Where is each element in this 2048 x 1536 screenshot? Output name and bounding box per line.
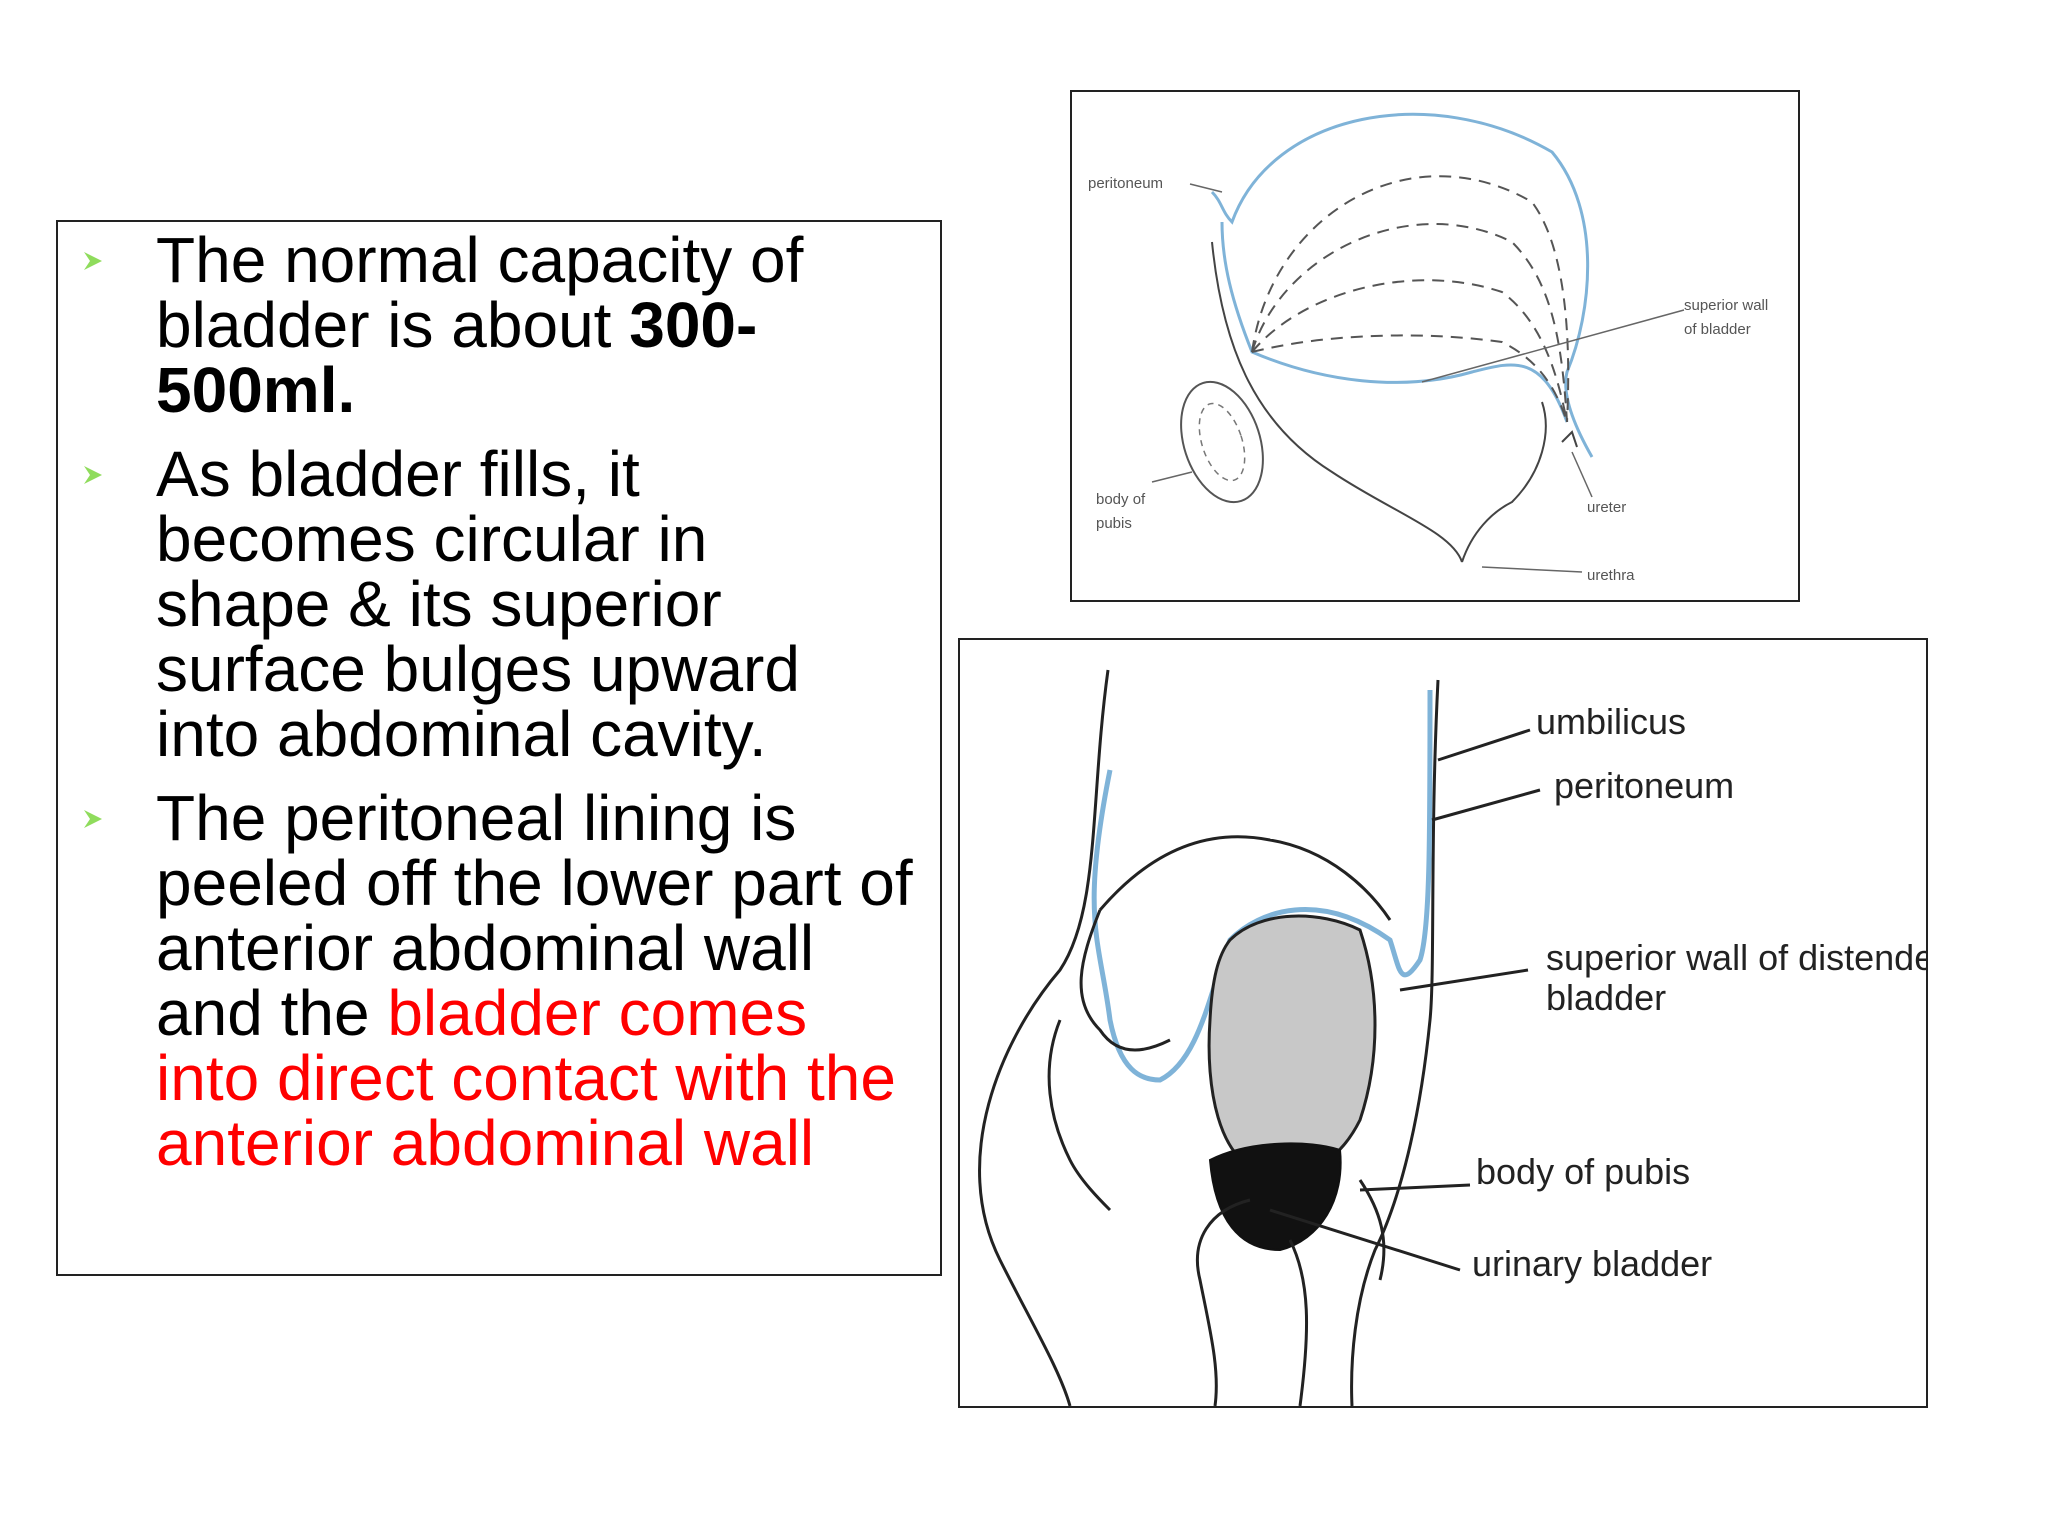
label-body-of-pubis: body of pubis [1476, 1151, 1690, 1192]
femur-outline-2 [1288, 1239, 1309, 1407]
leader-line [1399, 968, 1529, 992]
capacity-value: 300-500ml. [156, 289, 758, 426]
leader-line [1189, 183, 1223, 193]
label-pubis: pubis [1096, 515, 1132, 532]
leader-line [1431, 788, 1541, 822]
label-umbilicus: umbilicus [1536, 701, 1686, 742]
leader-line [1571, 451, 1593, 498]
label-superior-wall: superior wall of distended [1546, 937, 1926, 978]
pubis-outline [1358, 1179, 1386, 1281]
distended-bladder-diagram: umbilicus peritoneum superior wall of di… [958, 638, 1954, 1408]
coccyx-outline [1047, 1019, 1112, 1212]
label-peritoneum: peritoneum [1554, 765, 1734, 806]
filling-stage-4 [1251, 334, 1568, 423]
arrow-bullet-icon [84, 466, 102, 484]
label-peritoneum: peritoneum [1088, 175, 1163, 192]
filling-stage-2 [1251, 223, 1568, 423]
bullet-text-peritoneal: The peritoneal lining is peeled off the … [156, 786, 916, 1176]
ureter-mark [1561, 430, 1578, 448]
label-urinary-bladder: urinary bladder [1472, 1243, 1712, 1284]
label-urethra: urethra [1587, 567, 1635, 584]
femur-outline [1195, 1198, 1251, 1407]
label-body-of: body of [1096, 491, 1146, 508]
pubis-outline [1180, 380, 1264, 504]
pelvis-outline [1098, 835, 1392, 921]
bullet-text-part: The normal capacity of bladder is about [156, 224, 804, 361]
leader-line [1359, 1183, 1471, 1192]
leader-line [1269, 1208, 1461, 1272]
bladder-base [1208, 1142, 1342, 1252]
label-of-bladder: of bladder [1684, 321, 1751, 338]
leader-line [1421, 309, 1685, 383]
bladder-base-line [1220, 221, 1569, 423]
bullet-text-shape: As bladder fills, it becomes circular in… [156, 442, 856, 767]
arrow-bullet-icon [84, 252, 102, 270]
leader-line [1151, 471, 1193, 483]
pubis-inner [1198, 402, 1246, 482]
arrow-bullet-icon [84, 810, 102, 828]
text-box: The normal capacity of bladder is about … [56, 220, 942, 1276]
label-ureter: ureter [1587, 499, 1626, 516]
filling-stage-3 [1251, 279, 1568, 423]
body-outline [1211, 241, 1463, 563]
highlight-text: bladder comes into direct contact with t… [156, 977, 896, 1179]
leader-line [1481, 566, 1583, 573]
label-bladder: bladder [1546, 977, 1666, 1018]
distended-bladder-svg: umbilicus peritoneum superior wall of di… [978, 669, 1954, 1407]
bullet-text-part: As bladder fills, it becomes circular in… [156, 438, 800, 770]
back-outline [978, 669, 1110, 1407]
filling-stage-1 [1251, 175, 1570, 423]
bladder-filling-svg: peritoneum superior wall of bladder body… [1088, 112, 1768, 584]
distended-bladder [1207, 914, 1377, 1175]
leader-line [1437, 728, 1531, 762]
bullet-text-capacity: The normal capacity of bladder is about … [156, 228, 856, 423]
peritoneum-line [1210, 112, 1594, 458]
sacrum-outline [1079, 909, 1171, 1052]
anterior-wall-outline [1350, 679, 1440, 1407]
urethra-outline [1461, 401, 1547, 563]
bladder-filling-diagram: peritoneum superior wall of bladder body… [1070, 90, 1800, 602]
bullet-text-part: The peritoneal lining is peeled off the … [156, 782, 913, 1049]
label-superior-wall: superior wall [1684, 297, 1768, 314]
